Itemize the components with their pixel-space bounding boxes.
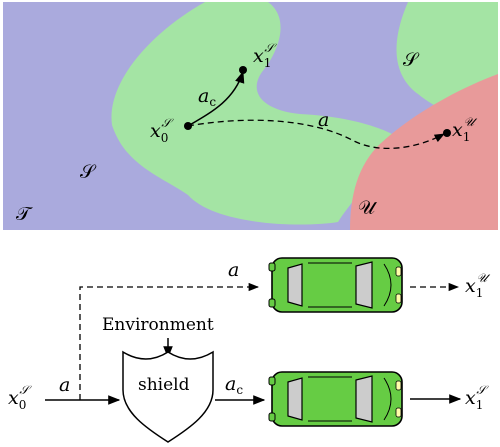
car-top-view-icon bbox=[268, 371, 403, 427]
input-action-label: a bbox=[59, 374, 70, 396]
region-S-left-label: 𝒮 bbox=[80, 161, 97, 183]
bypass-dashed-path bbox=[79, 282, 260, 400]
x1-safe-point bbox=[239, 66, 247, 74]
shield-pipeline-panel: x0𝒮 a a Environment shield ac x1𝒰 x1𝒮 bbox=[8, 257, 490, 443]
x1-unsafe-point bbox=[443, 129, 451, 137]
region-S-left bbox=[111, 2, 393, 225]
region-U-label: 𝒰 bbox=[358, 197, 378, 219]
state-space-panel: 𝒯 𝒮 𝒮 𝒰 x0𝒮 x1𝒮 x1𝒰 ac a bbox=[3, 2, 498, 230]
safe-trajectory-ac bbox=[187, 70, 245, 127]
action-ac-label: ac bbox=[198, 85, 216, 109]
region-T-label: 𝒯 bbox=[16, 203, 33, 225]
region-U bbox=[350, 74, 498, 230]
input-state-label: x0𝒮 bbox=[8, 383, 32, 412]
corrected-action-label: ac bbox=[225, 373, 243, 397]
bypass-action-label: a bbox=[228, 259, 239, 281]
environment-label: Environment bbox=[102, 315, 214, 335]
action-a-label: a bbox=[318, 109, 329, 131]
x1-unsafe-label: x1𝒰 bbox=[452, 115, 477, 144]
safe-output-label: x1𝒮 bbox=[465, 383, 489, 412]
shield-icon bbox=[122, 350, 214, 443]
shield-label: shield bbox=[138, 375, 190, 395]
region-S-right-label: 𝒮 bbox=[403, 49, 420, 71]
unsafe-output-label: x1𝒰 bbox=[465, 271, 490, 300]
car-top-view-icon bbox=[268, 257, 403, 313]
x0-point bbox=[184, 122, 192, 130]
